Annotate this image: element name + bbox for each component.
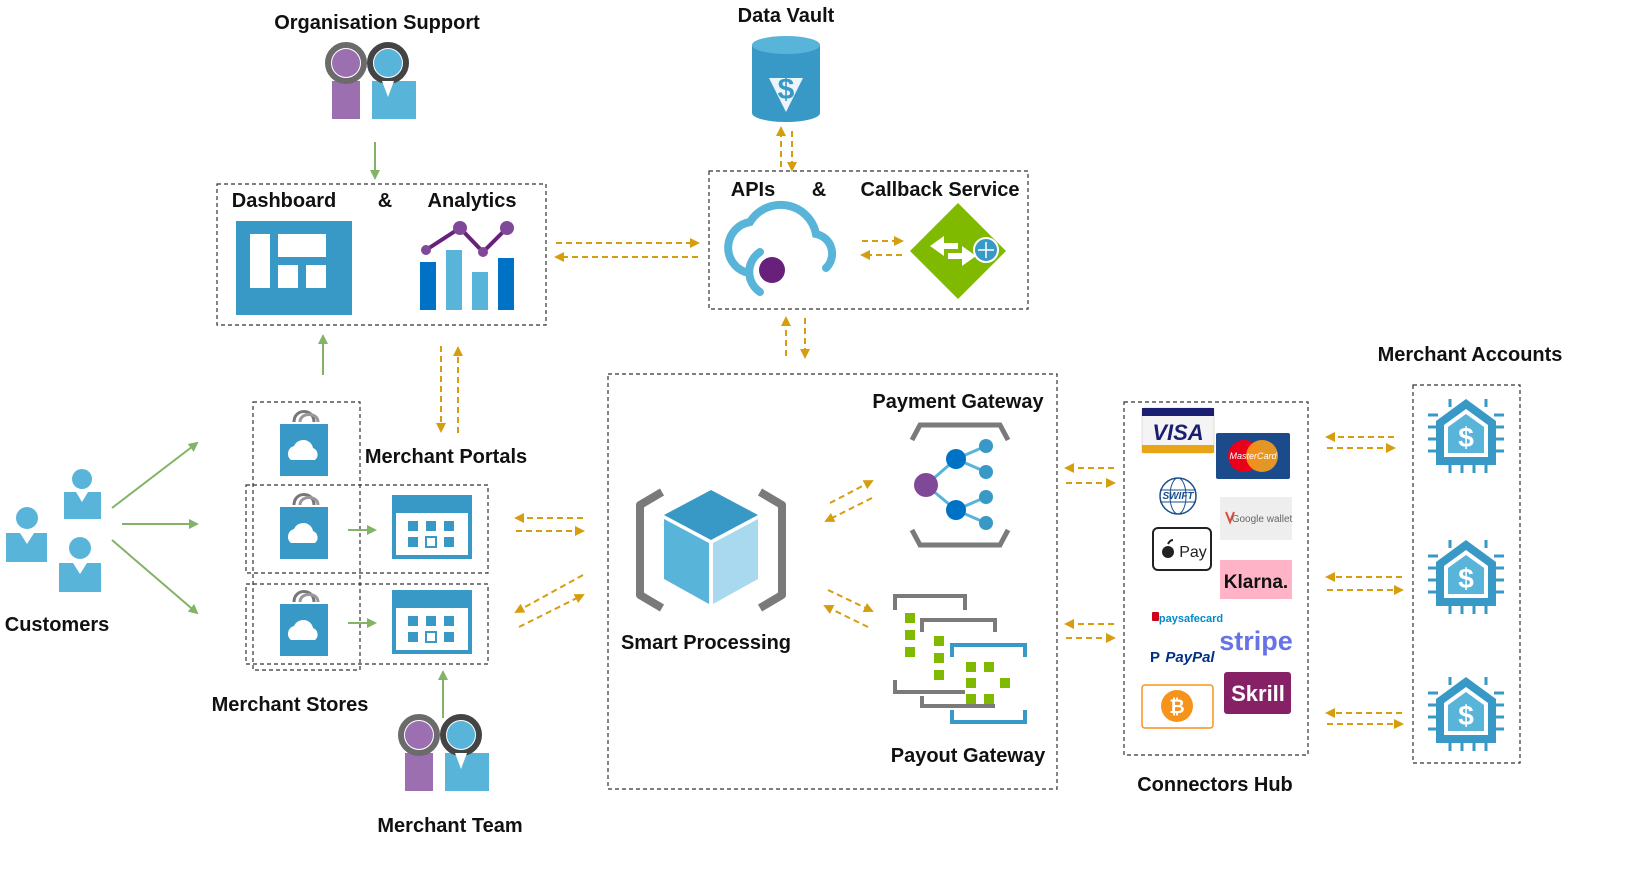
paypal-logo: P PayPal	[1150, 649, 1215, 666]
data-vault-label: Data Vault	[738, 5, 835, 27]
dollar-glyph: $	[1458, 422, 1474, 453]
customers-icon	[6, 469, 101, 592]
svg-text:Klarna.: Klarna.	[1224, 572, 1288, 593]
merchant-portals-label: Merchant Portals	[365, 446, 527, 468]
dashboard-analytics-box	[216, 183, 547, 326]
merchant-accounts-box	[1412, 384, 1521, 764]
payout-gateway-icon	[893, 594, 1027, 724]
portal-calendar-icon	[391, 589, 473, 655]
api-cloud-icon	[724, 200, 837, 296]
connectors-hub-label: Connectors Hub	[1137, 774, 1293, 796]
api-callback-box	[708, 170, 1029, 310]
merchant-team-icon	[401, 717, 489, 791]
svg-text:MasterCard: MasterCard	[1229, 451, 1277, 461]
visa-logo: VISA	[1141, 407, 1215, 454]
svg-text:Google wallet: Google wallet	[1232, 514, 1293, 525]
shopping-bag-icon	[278, 410, 330, 478]
payment-gateway-label: Payment Gateway	[872, 391, 1044, 413]
green-arrows	[111, 142, 448, 718]
apis-label: APIs	[731, 179, 775, 201]
dollar-glyph: $	[1458, 700, 1474, 731]
google-wallet-logo: Google wallet	[1220, 497, 1293, 540]
processing-box	[607, 373, 1058, 790]
portal-calendar-icon	[391, 494, 473, 560]
merchant-team-label: Merchant Team	[377, 815, 522, 837]
callback-service-label: Callback Service	[861, 179, 1020, 201]
apple-pay-logo: Pay	[1152, 527, 1212, 571]
customers-to-store-arrow	[111, 539, 199, 615]
mastercard-logo: MasterCard	[1216, 433, 1290, 479]
merchant-stores-box	[252, 401, 361, 671]
svg-text:stripe: stripe	[1219, 626, 1293, 656]
paysafecard-logo: paysafecard	[1152, 612, 1223, 625]
payout-gateway-label: Payout Gateway	[891, 745, 1046, 767]
customers-label: Customers	[5, 614, 109, 636]
ampersand-label: &	[378, 190, 392, 212]
analytics-chart-icon	[420, 221, 514, 310]
dashboard-icon	[236, 221, 352, 315]
svg-text:₿: ₿	[1169, 696, 1184, 718]
connectors-hub-box	[1123, 401, 1309, 756]
shopping-bag-icon	[278, 493, 330, 561]
svg-text:Pay: Pay	[1179, 544, 1207, 561]
dollar-glyph: $	[1458, 563, 1474, 594]
bitcoin-logo: ₿	[1141, 684, 1214, 729]
merchant-stores-label: Merchant Stores	[212, 694, 369, 716]
svg-text:SWIFT: SWIFT	[1162, 491, 1194, 502]
smart-processing-cube-icon	[636, 488, 786, 612]
callback-gateway-icon	[910, 203, 1006, 299]
svg-text:VISA: VISA	[1152, 420, 1203, 445]
ampersand-label: &	[812, 179, 826, 201]
svg-text:Skrill: Skrill	[1231, 681, 1285, 706]
swift-logo: SWIFT	[1159, 477, 1197, 515]
svg-text:paysafecard: paysafecard	[1159, 613, 1223, 625]
store-portal-row-1	[245, 484, 489, 574]
svg-text:P: P	[1150, 649, 1160, 666]
organisation-support-icon	[328, 45, 416, 119]
svg-text:PayPal: PayPal	[1165, 649, 1215, 666]
database-dollar-icon: $	[752, 36, 820, 122]
customers-to-store-arrow	[111, 441, 199, 509]
orange-arrows	[436, 126, 1404, 729]
shopping-bag-icon	[278, 590, 330, 658]
payment-gateway-icon	[909, 422, 1011, 548]
dollar-glyph: $	[778, 73, 795, 106]
analytics-label: Analytics	[428, 190, 517, 212]
skrill-logo: Skrill	[1224, 672, 1291, 714]
store-portal-row-2	[245, 583, 489, 665]
stripe-logo: stripe	[1219, 626, 1293, 656]
smart-processing-label: Smart Processing	[621, 632, 791, 654]
dashboard-label: Dashboard	[232, 190, 336, 212]
organisation-support-label: Organisation Support	[274, 12, 480, 34]
klarna-logo: Klarna.	[1220, 560, 1292, 599]
merchant-accounts-label: Merchant Accounts	[1378, 344, 1563, 366]
